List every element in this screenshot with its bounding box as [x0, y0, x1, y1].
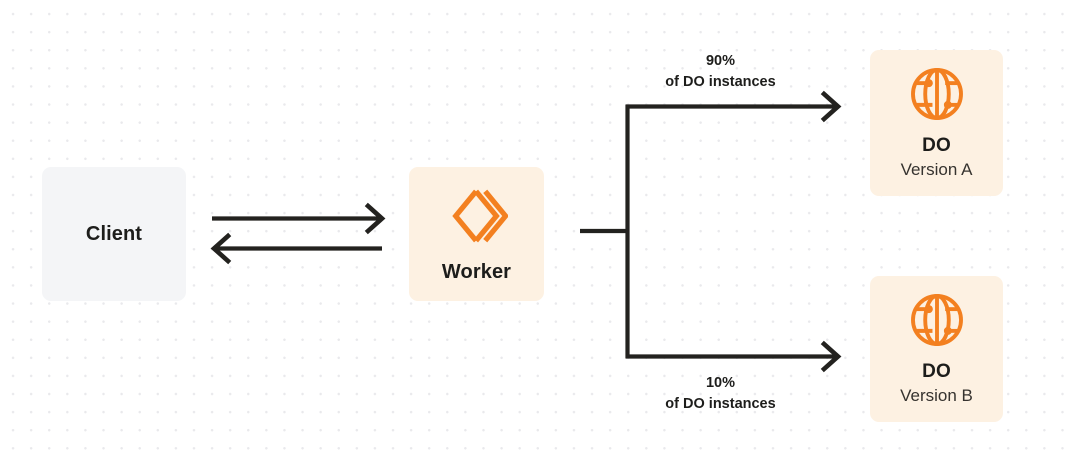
node-do-version-b-title: DO [922, 361, 951, 383]
node-do-version-a-title: DO [922, 135, 951, 157]
arrow-worker-to-client [210, 232, 382, 265]
node-worker-title: Worker [441, 260, 512, 283]
arrow-client-to-worker [212, 202, 386, 235]
edge-label-do-a: 90% of DO instances [628, 51, 813, 94]
node-do-version-a-subtitle: Version A [900, 159, 973, 179]
node-worker: Worker [409, 167, 544, 301]
durable-object-globe-icon [908, 65, 966, 123]
node-client-title: Client [85, 222, 143, 245]
edge-label-do-b-percent: 10% [705, 375, 736, 391]
node-do-version-b: DO Version B [870, 276, 1003, 422]
node-client: Client [42, 167, 186, 301]
edge-label-do-a-description: of DO instances [665, 74, 776, 91]
node-do-version-a: DO Version A [870, 50, 1003, 196]
arrow-worker-to-do-a [626, 90, 842, 123]
edge-label-do-a-percent: 90% [705, 53, 736, 69]
edge-label-do-b-description: of DO instances [665, 396, 776, 413]
durable-object-globe-icon [908, 291, 966, 349]
node-do-version-b-subtitle: Version B [900, 385, 973, 405]
cloudflare-workers-icon [446, 185, 509, 247]
edge-label-do-b: 10% of DO instances [628, 373, 813, 416]
arrow-worker-to-do-b [626, 340, 842, 373]
